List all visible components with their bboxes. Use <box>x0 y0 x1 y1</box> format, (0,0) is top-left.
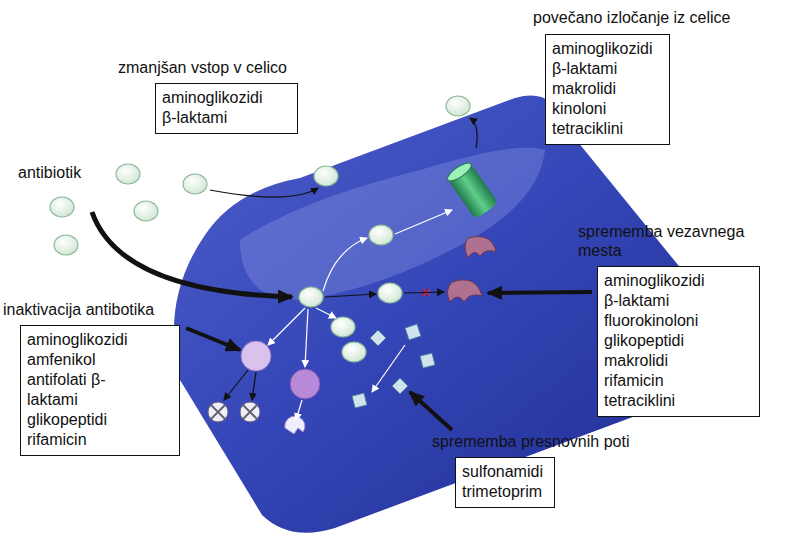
internal-arrow <box>325 294 376 297</box>
antibiotic-list: aminoglikozidi β-laktami fluorokinoloni … <box>597 266 760 417</box>
box-heading: zmanjšan vstop v celico <box>118 58 298 77</box>
internal-arrow <box>316 308 336 318</box>
metabolite <box>405 324 421 340</box>
metabolite <box>420 353 435 368</box>
illustration-part <box>116 164 140 184</box>
illustration-part <box>50 197 74 217</box>
illustration-part <box>445 160 474 184</box>
illustration-part <box>134 201 158 221</box>
internal-arrow <box>404 292 444 293</box>
internal-arrow <box>224 370 248 400</box>
internal-arrow <box>252 372 256 400</box>
antibiotic-list: aminoglikozidi β-laktami <box>155 83 298 134</box>
binding-site <box>447 280 482 302</box>
internal-arrow <box>395 210 452 234</box>
illustration-part <box>299 287 323 307</box>
antibiotic-molecules <box>50 96 470 362</box>
efflux-arrow <box>470 118 477 148</box>
resistance-box: inaktivacija antibotika aminoglikozidi am… <box>3 300 180 456</box>
metabolite <box>370 330 386 346</box>
illustration-part <box>342 342 366 362</box>
leader-arrow <box>488 292 592 293</box>
broken-antibiotic <box>240 402 260 422</box>
internal-arrow <box>305 309 308 367</box>
cross-mark <box>243 405 257 419</box>
enzyme <box>290 369 320 399</box>
illustration-part <box>314 166 338 186</box>
binding-site <box>465 237 496 258</box>
resistance-box: zmanjšan vstop v celico aminoglikozidi β-… <box>118 58 298 134</box>
illustration-part <box>369 225 393 245</box>
internal-arrow <box>296 400 302 420</box>
internal-arrow <box>372 345 405 392</box>
leader-arrow <box>410 392 452 430</box>
box-heading: povečano izločanje iz celice <box>533 8 730 27</box>
resistance-box: sprememba presnovnih poti sulfonamidi tri… <box>432 432 629 508</box>
cell-highlight <box>240 148 545 301</box>
illustration-part <box>446 96 470 116</box>
box-heading: sprememba vezavnega mesta <box>578 222 748 260</box>
box-heading: sprememba presnovnih poti <box>432 432 629 451</box>
cross-mark <box>211 405 225 419</box>
leader-arrow <box>186 328 240 350</box>
label: antibiotik <box>18 163 81 182</box>
metabolite <box>392 378 408 394</box>
antibiotic-list: aminoglikozidi amfenikol antifolati β-la… <box>20 325 180 456</box>
internal-arrow <box>268 308 305 345</box>
resistance-box: sprememba vezavnega mesta aminoglikozidi … <box>578 222 760 417</box>
efflux-pump <box>445 160 498 219</box>
entry-arrow <box>92 212 292 297</box>
blocked-entry-arrow <box>210 188 318 197</box>
internal-arrow <box>323 238 367 291</box>
illustration-part <box>54 235 78 255</box>
broken-antibiotic <box>208 402 228 422</box>
illustration-part <box>378 283 402 303</box>
illustration-part <box>331 317 355 337</box>
broken-antibiotic <box>285 416 305 434</box>
antibiotic-list: sulfonamidi trimetoprim <box>455 457 555 508</box>
resistance-box: povečano izločanje iz celice aminoglikozi… <box>533 8 730 145</box>
illustration-part <box>183 174 207 194</box>
enzyme <box>241 341 271 371</box>
metabolite <box>352 393 367 408</box>
box-heading: inaktivacija antibotika <box>3 300 180 319</box>
antibiotic-list: aminoglikozidi β-laktami makrolidi kinol… <box>545 34 670 145</box>
